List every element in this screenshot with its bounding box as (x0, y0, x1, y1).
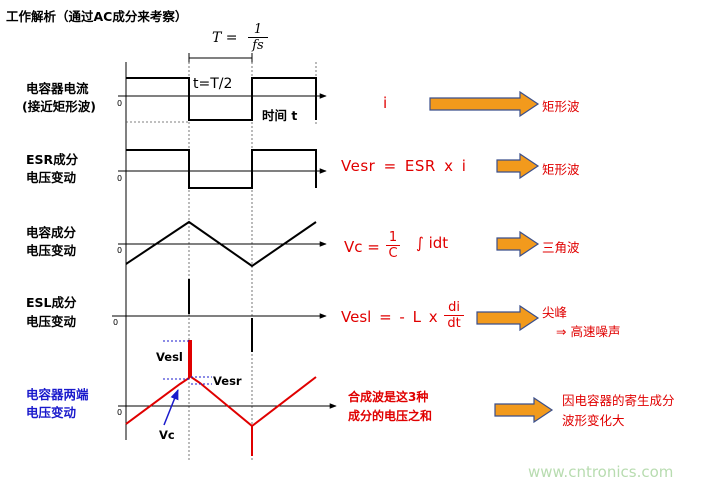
zero-label-row2: 0 (117, 174, 123, 183)
watermark: www.cntronics.com (528, 463, 674, 481)
row5-equation-line2: 成分的电压之和 (348, 409, 433, 423)
arrow-row4 (476, 304, 540, 332)
row2-label-line2: 电压变动 (26, 170, 77, 185)
period-formula-fraction: 1 fs (248, 22, 268, 53)
zero-label-row5: 0 (117, 408, 123, 417)
row3-equation-rhs: ∫ idt (416, 234, 449, 252)
half-period-label: t=T/2 (193, 76, 233, 92)
row2-equation: Vesr = ESR x i (341, 157, 467, 175)
esr-square-wave (126, 149, 317, 189)
row4-equation-lhs: Vesl = - L x (341, 308, 438, 326)
vesl-annotation: Vesl (156, 350, 183, 364)
arrow-row3 (496, 230, 540, 258)
row3-denominator: C (386, 245, 400, 261)
row3-label-line2: 电压变动 (26, 243, 77, 258)
row5-label-line1: 电容器两端 (26, 387, 89, 402)
zero-label-row4: 0 (113, 318, 119, 327)
page-title: 工作解析（通过AC成分来考察） (6, 9, 188, 24)
row3-equation-lhs: Vc = (344, 238, 380, 256)
period-denominator: fs (248, 37, 268, 53)
period-formula-lhs: T = (212, 30, 238, 46)
arrow-row1 (429, 90, 540, 118)
row1-label-line1: 电容器电流 (26, 81, 89, 96)
vesr-annotation: Vesr (213, 374, 242, 388)
zero-label-row3: 0 (117, 246, 123, 255)
row4-label-line1: ESL成分 (26, 295, 77, 310)
row2-result: 矩形波 (542, 162, 580, 177)
row3-equation-fraction: 1 C (386, 230, 400, 261)
row3-numerator: 1 (388, 230, 398, 245)
row3-result: 三角波 (542, 240, 580, 255)
arrow-row5 (494, 396, 554, 424)
row1-label-line2: (接近矩形波) (22, 99, 96, 114)
current-square-wave (126, 77, 317, 121)
row5-result-line1: 因电容器的寄生成分 (562, 393, 675, 408)
row4-denominator: dt (444, 315, 464, 331)
capacitor-triangle-wave (125, 220, 317, 268)
arrow-row2 (496, 152, 540, 180)
row4-label-line2: 电压变动 (26, 314, 77, 329)
row1-result: 矩形波 (542, 99, 580, 114)
zero-label-row1: 0 (117, 99, 123, 108)
row4-result-line2: ⇒ 高速噪声 (556, 324, 621, 339)
row5-result-line2: 波形变化大 (562, 413, 625, 428)
time-axis-label: 时间 t (262, 108, 298, 123)
vc-pointer-arrow (163, 389, 179, 426)
row1-equation: i (383, 94, 388, 112)
row5-equation-line1: 合成波是这3种 (348, 390, 429, 404)
row4-numerator: di (448, 300, 460, 315)
row4-result-line1: 尖峰 (542, 305, 568, 320)
row2-label-line1: ESR成分 (26, 152, 79, 167)
row4-equation-fraction: di dt (444, 300, 464, 331)
row3-label-line1: 电容成分 (26, 225, 77, 240)
composite-wave (125, 340, 317, 456)
period-numerator: 1 (253, 22, 263, 37)
row5-label-line2: 电压变动 (26, 405, 77, 420)
vc-annotation: Vc (159, 428, 175, 442)
